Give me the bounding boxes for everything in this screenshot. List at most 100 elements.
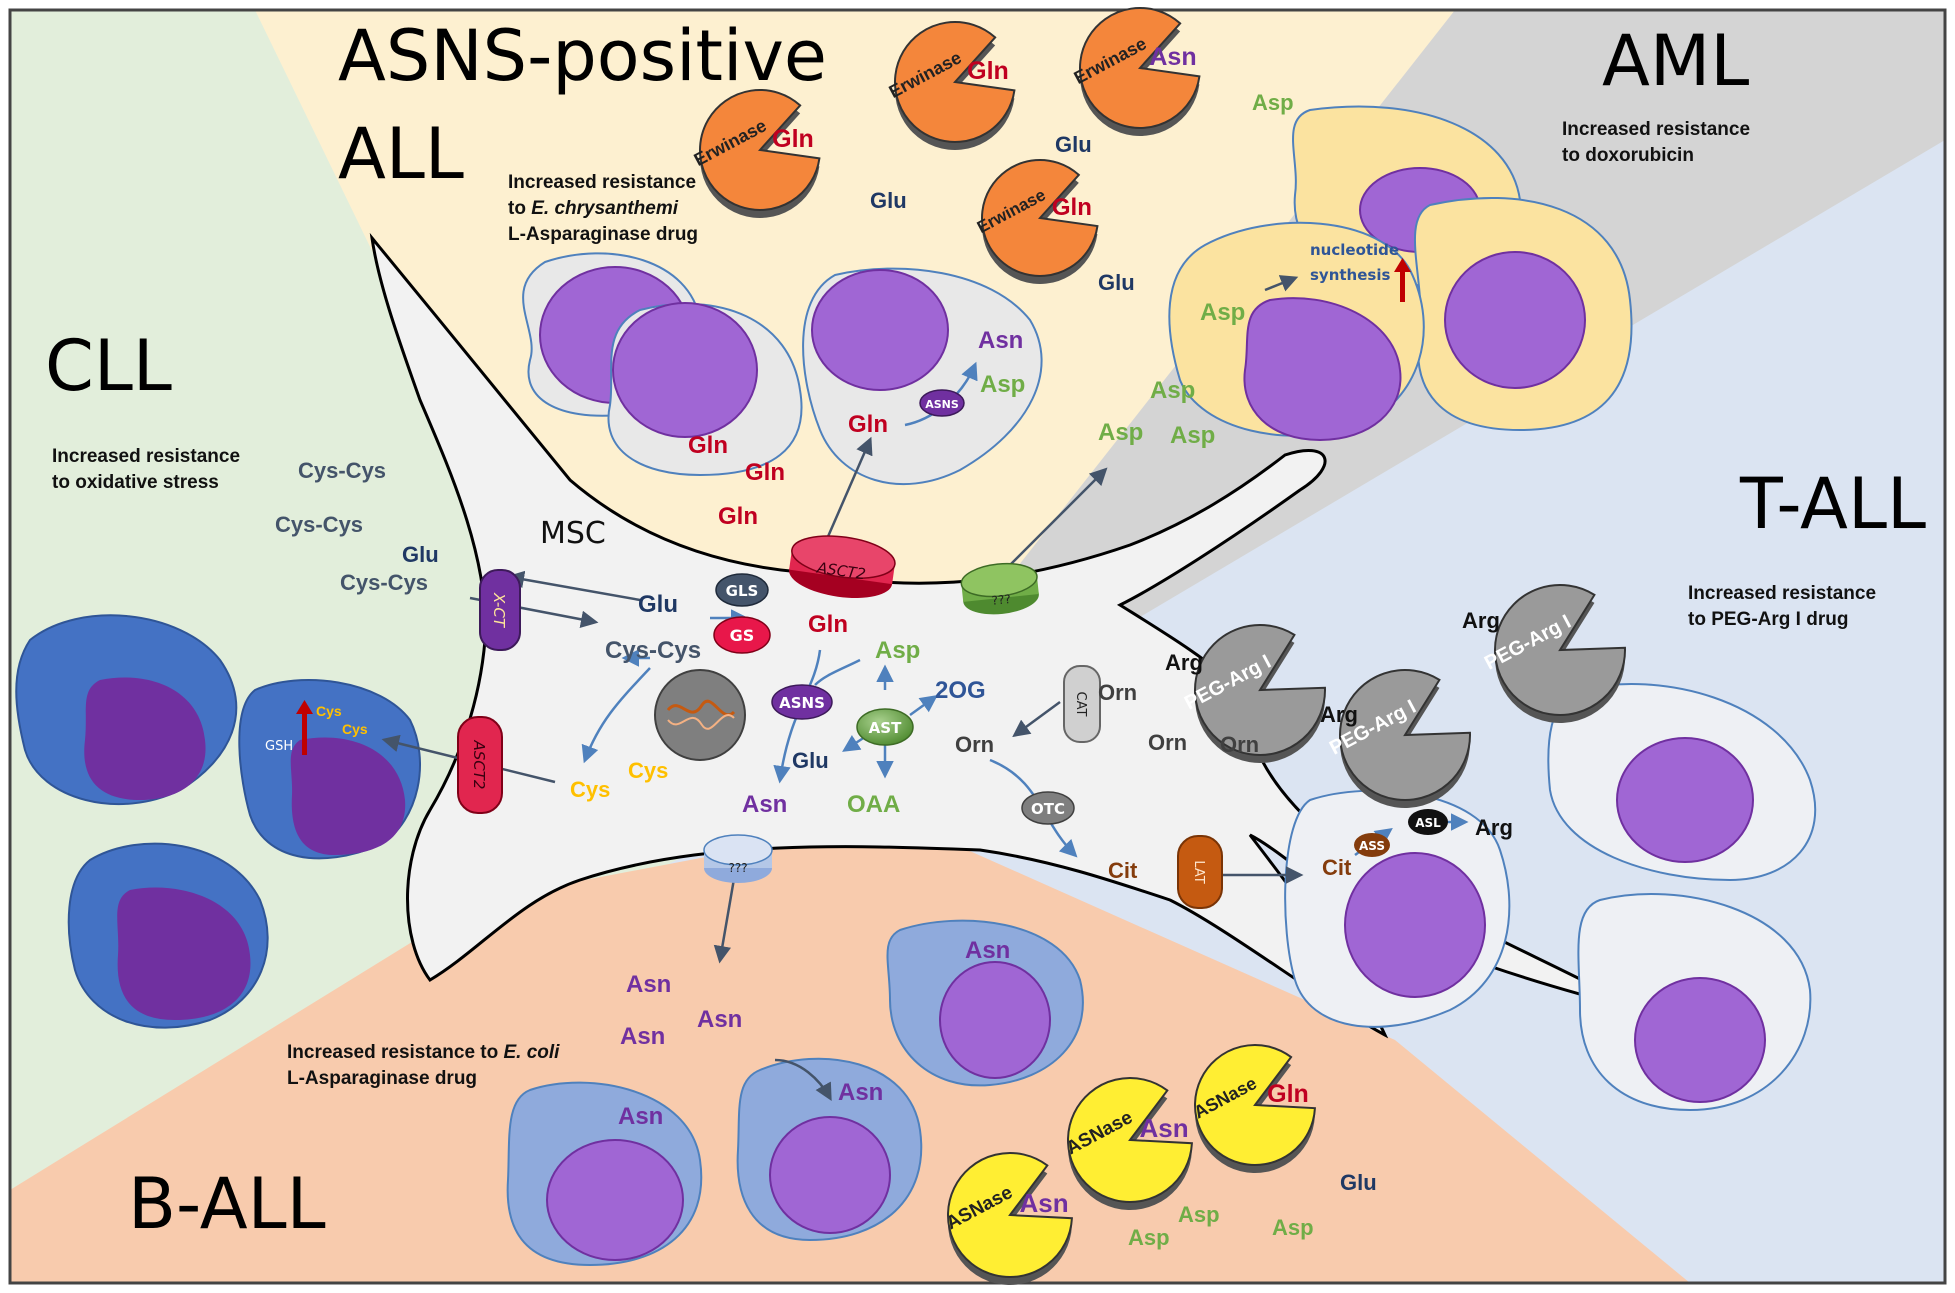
svg-text:AST: AST [869,719,902,737]
asns-all-note-line1: Increased resistance [508,172,696,193]
glu-label: Glu [1098,270,1135,295]
cell-nucleus [612,302,758,438]
asp-label: Asp [980,371,1025,398]
asp-label: Asp [1128,1225,1170,1250]
asns-all-title-line2: ALL [338,113,464,195]
gln-label: Gln [808,611,848,638]
cll-title: CLL [45,325,172,407]
cys-label: Cys [342,721,368,737]
cell-nucleus [769,1116,891,1234]
asct2-transporter-top: ASCT2 [789,535,896,598]
cll-note-line1: Increased resistance [52,446,240,467]
asp-label: Asp [1150,377,1195,404]
msc-label: MSC [540,516,606,551]
ball-note-line2: L-Asparaginase drug [287,1068,477,1089]
drug-target-label: Gln [1267,1080,1309,1108]
arrow-asp-nucleotide [1264,275,1299,292]
glu-label: Glu [638,591,678,618]
orn-label: Orn [1220,732,1259,757]
asp-label: Asp [1200,299,1245,326]
cell-nucleus [290,737,406,855]
asn-label: Asn [618,1103,663,1130]
enzymes: GLS GS ASNS AST OTC ASNS ASS ASL [713,389,1448,857]
ass-enzyme: ASS [1354,833,1390,857]
asns-all-cells [522,252,1043,485]
aml-title: AML [1602,20,1749,102]
up-arrow-icon [1400,270,1405,302]
svg-text:GS: GS [730,626,755,645]
glu-label: Glu [792,748,829,773]
gln-label: Gln [718,503,758,530]
asn-label: Asn [978,327,1023,354]
peg-arg-pacman: PEG-Arg I [1181,624,1326,763]
drug-target-label: Asn [1140,1113,1189,1143]
arg-label: Arg [1165,650,1203,675]
drug-target-label: Gln [967,57,1009,85]
cys-label: Cys [316,703,342,719]
svg-text:nucleotide: nucleotide [1310,241,1399,259]
svg-text:ASNS: ASNS [925,398,959,411]
gln-label: Gln [848,411,888,438]
ball-title: B-ALL [128,1163,326,1245]
arrow-asn-into-ball [774,1058,832,1102]
lat-transporter: LAT [1177,835,1223,909]
cell-nucleus [1634,977,1766,1103]
svg-text:CAT: CAT [1073,692,1088,717]
aml-cells [1168,105,1633,442]
asl-enzyme: ASL [1408,809,1448,835]
asns-enzyme: ASNS [771,684,833,720]
arrow-ast-to-2og [909,694,938,717]
peg-arg-pacman: PEG-Arg I [1481,584,1626,723]
frame [8,8,1947,1285]
svg-text:ASCT2: ASCT2 [470,740,488,790]
svg-text:GSH: GSH [265,739,293,754]
gsh-indicator: GSH [265,700,313,755]
oaa-label: OAA [847,791,900,818]
cit-label: Cit [1108,858,1138,883]
orn-label: Orn [1148,730,1187,755]
svg-text:ASS: ASS [1359,839,1385,853]
arrow-cyscys-to-cys [581,667,651,764]
glu-label: Glu [1340,1170,1377,1195]
cat-transporter: CAT [1063,665,1101,743]
svg-text:GLS: GLS [726,582,759,600]
asct2-transporter-left: ASCT2 [457,716,503,814]
tall-title: T-ALL [1739,463,1926,545]
aml-note-line1: Increased resistance [1562,119,1750,140]
glu-label: Glu [1055,132,1092,157]
ball-note-line1: Increased resistance to E. coli [287,1042,560,1063]
svg-text:X-CT: X-CT [490,592,508,629]
cys-label: Cys [628,758,668,783]
svg-text:ASL: ASL [1415,816,1441,830]
tall-note-line2: to PEG-Arg I drug [1688,609,1848,630]
unknown-blue-transporter: ??? [703,834,773,883]
arrow-glu-export [506,570,641,602]
arg-label: Arg [1475,815,1513,840]
asp-label: Asp [1178,1202,1220,1227]
drug-target-label: Asn [1149,43,1196,71]
cll-cells [15,614,421,1029]
asn-label: Asn [697,1006,742,1033]
asns-all-note-line3: L-Asparaginase drug [508,224,698,245]
cell-nucleus [1243,297,1402,442]
glu-label: Glu [870,188,907,213]
nucleotide-synthesis-indicator: nucleotide synthesis [1310,241,1411,302]
drug-target-label: Asn [1020,1188,1069,1218]
arrow-orn-import [1012,700,1061,738]
arrow-asp-export [1009,467,1108,566]
asp-label: Asp [1098,419,1143,446]
drug-target-label: Gln [772,125,814,153]
svg-text:???: ??? [728,861,747,875]
ball-cells [506,919,1084,1267]
asp-label: Asp [1170,422,1215,449]
tall-note-line1: Increased resistance [1688,583,1876,604]
svg-text:???: ??? [991,592,1011,608]
cys-cys-label: Cys-Cys [275,512,363,537]
svg-text:synthesis: synthesis [1310,266,1390,284]
xct-transporter: X-CT [479,569,521,651]
